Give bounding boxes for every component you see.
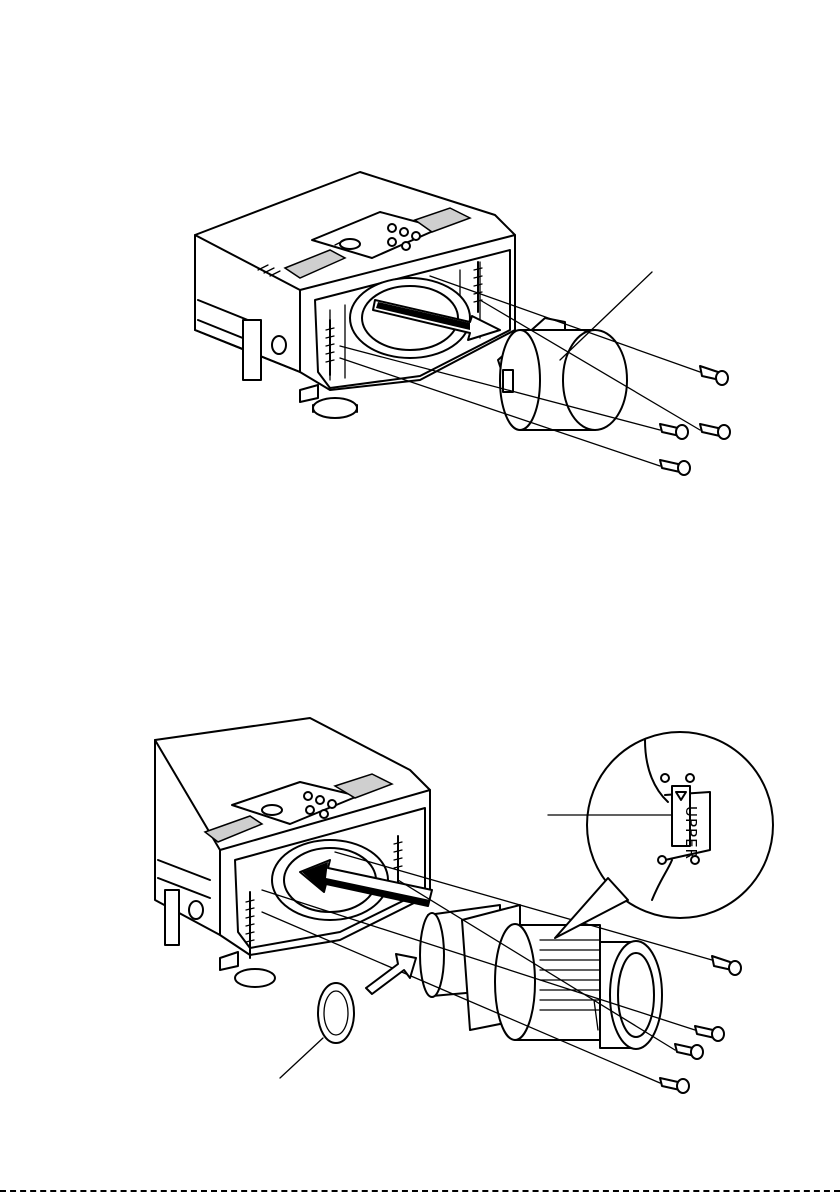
lens-cover <box>498 272 652 430</box>
lens-cap <box>280 954 416 1078</box>
lens-unit <box>420 905 662 1049</box>
projector-body <box>155 718 430 955</box>
page-bottom-rule <box>0 1190 840 1192</box>
screw-icon <box>660 956 741 1093</box>
figure-attach-lens: UPPER <box>0 560 840 1193</box>
figure-remove-lens-cover <box>0 0 840 560</box>
screw-icon <box>660 366 730 475</box>
projector-diagram-top <box>0 0 840 560</box>
adjustable-foot <box>220 952 275 987</box>
upper-callout: UPPER <box>548 732 773 938</box>
upper-label: UPPER <box>682 806 700 860</box>
projector-body <box>195 172 515 390</box>
projector-diagram-bottom: UPPER <box>0 560 840 1193</box>
